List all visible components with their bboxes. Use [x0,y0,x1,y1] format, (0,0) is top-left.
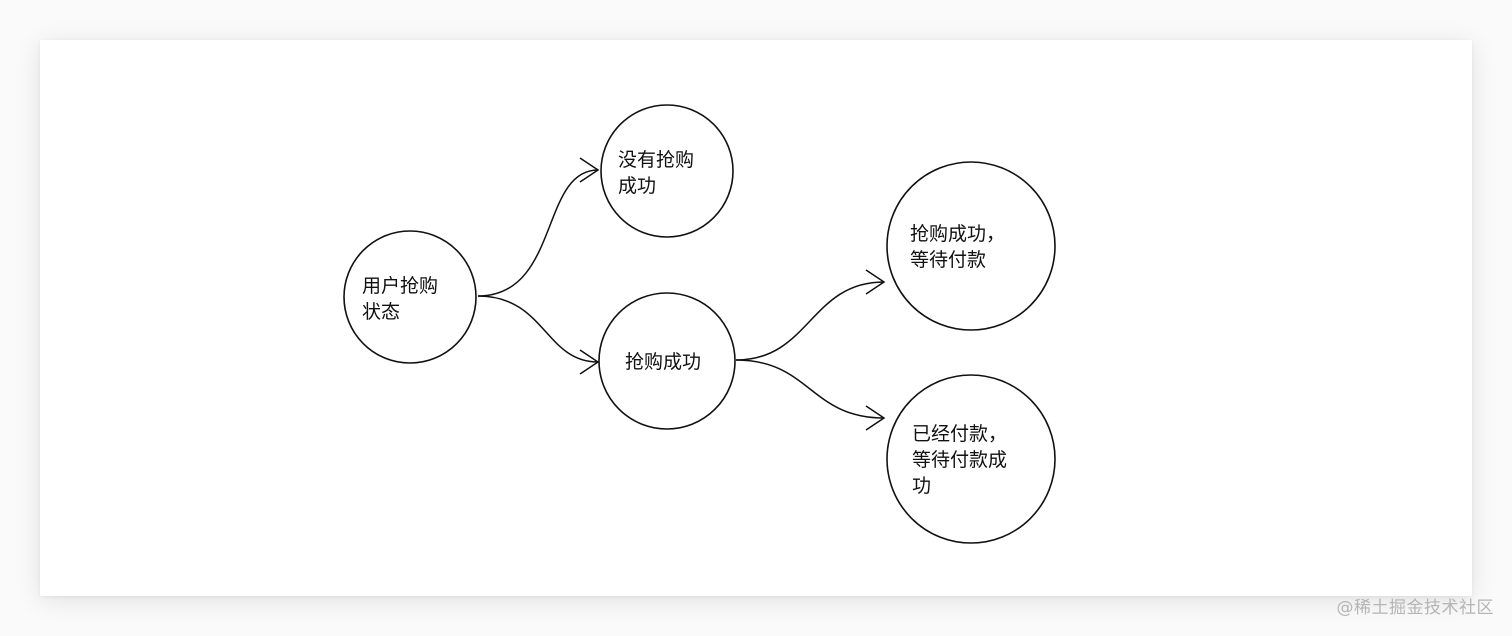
node-label-line: 用户抢购 [362,275,438,297]
node-label-line: 状态 [362,301,400,323]
node-label-line: 功 [912,475,931,497]
node-success-awaiting-payment: 抢购成功， 等待付款 [886,161,1056,331]
diagram-card [40,40,1472,596]
edge-n1-n3 [477,295,600,375]
node-label-line: 等待付款 [910,249,986,271]
node-label-line: 已经付款， [912,423,1007,445]
edges [477,157,886,431]
edge-n1-n2 [477,157,600,297]
node-label-line: 成功 [618,175,656,197]
node-label-line: 抢购成功 [625,351,701,373]
node-not-success: 没有抢购 成功 [600,104,734,238]
edge-n3-n4 [735,269,886,361]
edge-n3-n5 [735,359,886,431]
node-success: 抢购成功 [598,292,736,430]
node-label-line: 抢购成功， [910,223,1005,245]
watermark-text: @稀土掘金技术社区 [1336,598,1494,618]
node-label-line: 没有抢购 [618,149,694,171]
node-paid-awaiting-success: 已经付款， 等待付款成 功 [886,374,1056,544]
node-label-line: 等待付款成 [912,449,1007,471]
node-user-status: 用户抢购 状态 [343,230,477,364]
